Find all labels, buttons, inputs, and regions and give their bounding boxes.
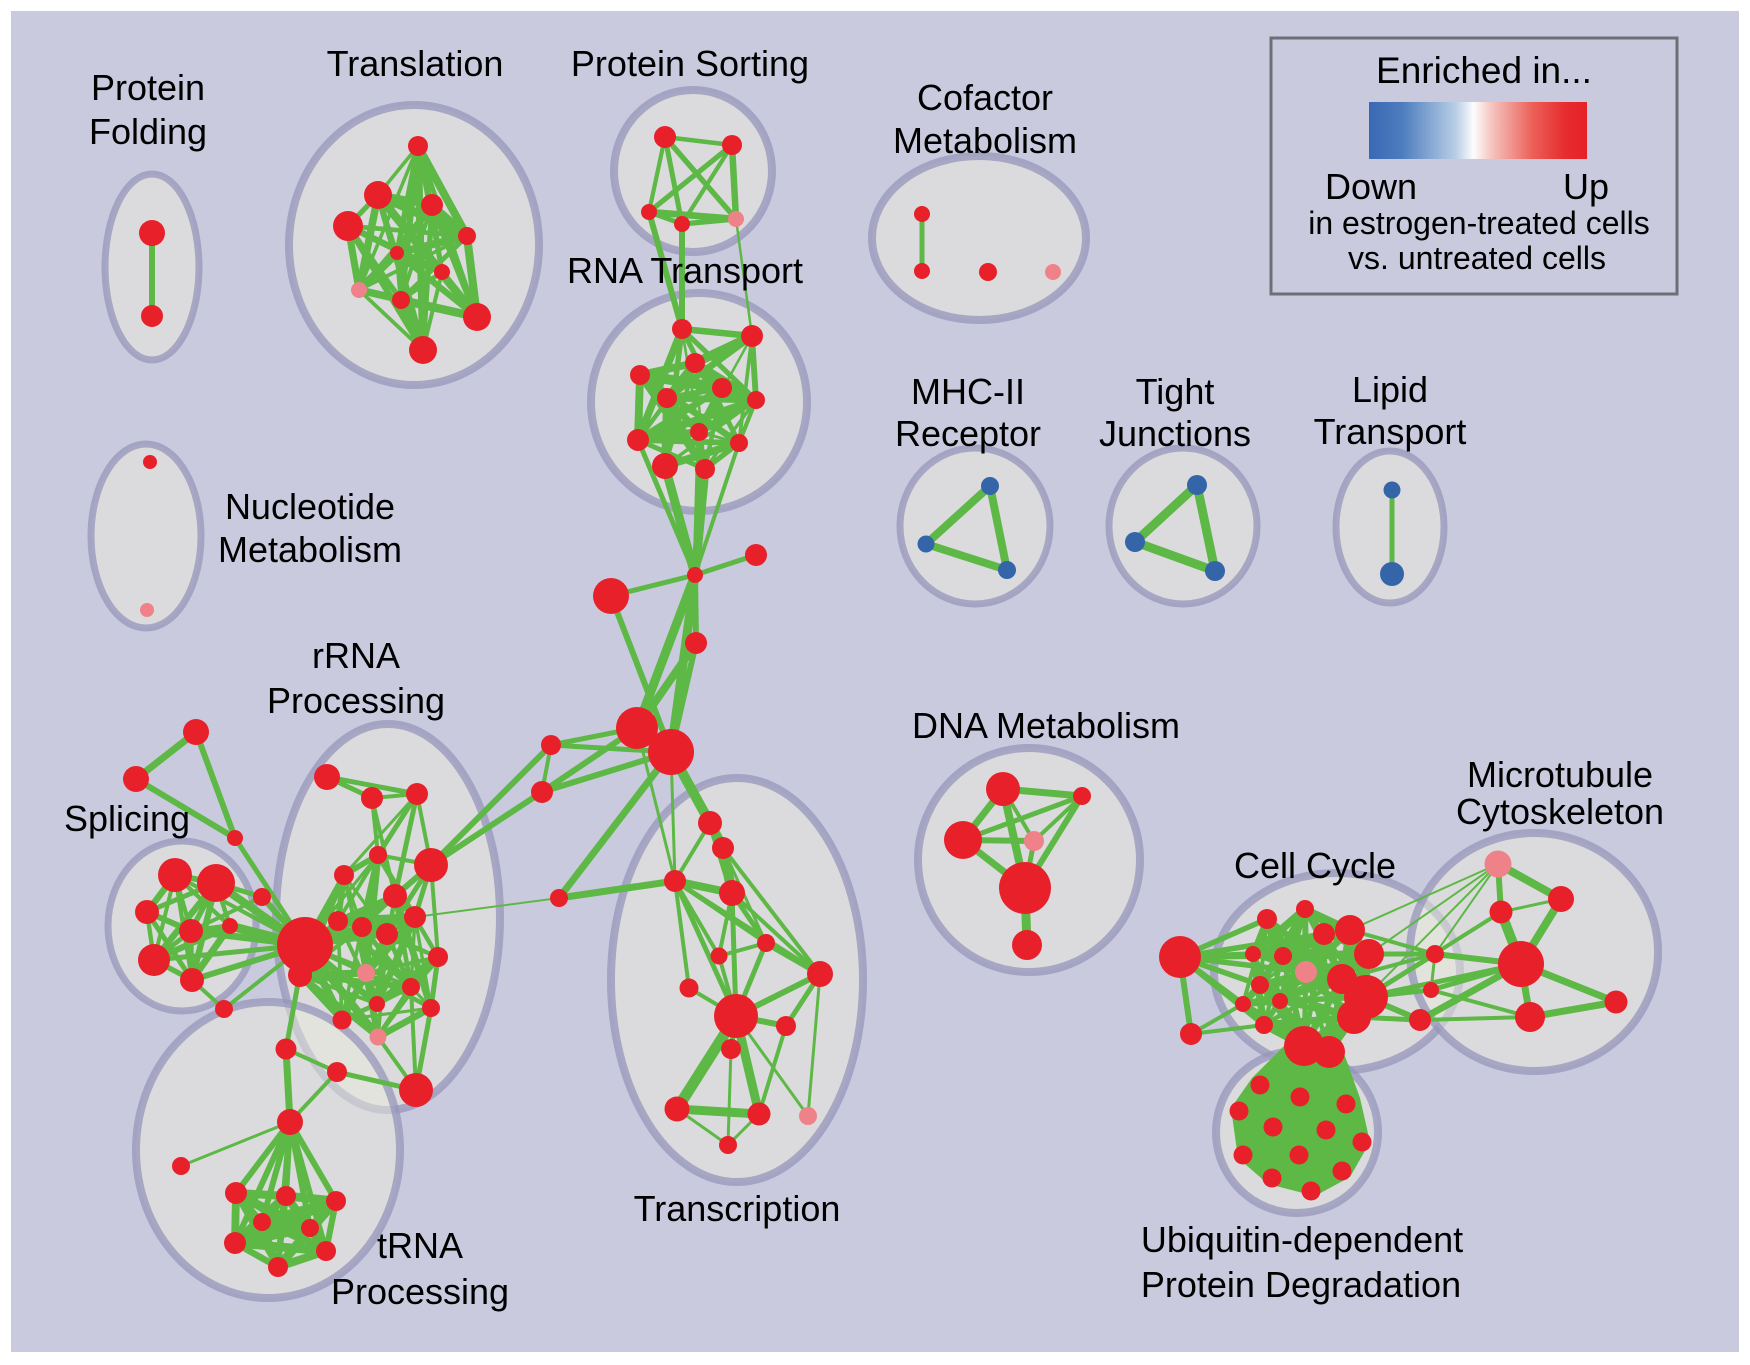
svg-text:Protein Degradation: Protein Degradation	[1141, 1264, 1461, 1305]
svg-text:Metabolism: Metabolism	[893, 120, 1077, 161]
svg-text:Junctions: Junctions	[1099, 413, 1251, 454]
svg-text:Processing: Processing	[267, 680, 445, 721]
svg-text:vs. untreated cells: vs. untreated cells	[1348, 240, 1606, 276]
svg-text:Protein: Protein	[91, 67, 205, 108]
svg-text:Protein Sorting: Protein Sorting	[571, 43, 809, 84]
svg-text:Cofactor: Cofactor	[917, 77, 1053, 118]
svg-text:Ubiquitin-dependent: Ubiquitin-dependent	[1141, 1219, 1463, 1260]
svg-text:Up: Up	[1563, 166, 1609, 207]
svg-text:Transport: Transport	[1314, 411, 1467, 452]
svg-text:in estrogen-treated cells: in estrogen-treated cells	[1308, 205, 1650, 241]
svg-text:Folding: Folding	[89, 111, 207, 152]
svg-text:Metabolism: Metabolism	[218, 529, 402, 570]
svg-text:rRNA: rRNA	[312, 635, 400, 676]
svg-text:Translation: Translation	[327, 43, 504, 84]
svg-text:Down: Down	[1325, 166, 1417, 207]
svg-text:Transcription: Transcription	[634, 1188, 841, 1229]
svg-text:DNA Metabolism: DNA Metabolism	[912, 705, 1180, 746]
svg-text:Cytoskeleton: Cytoskeleton	[1456, 791, 1664, 832]
svg-text:RNA Transport: RNA Transport	[567, 250, 803, 291]
svg-text:Nucleotide: Nucleotide	[225, 486, 395, 527]
svg-text:Cell Cycle: Cell Cycle	[1234, 845, 1396, 886]
svg-text:MHC-II: MHC-II	[911, 371, 1025, 412]
svg-text:Lipid: Lipid	[1352, 369, 1428, 410]
svg-text:Microtubule: Microtubule	[1467, 754, 1653, 795]
svg-text:tRNA: tRNA	[377, 1225, 463, 1266]
svg-text:Processing: Processing	[331, 1271, 509, 1312]
svg-text:Splicing: Splicing	[64, 798, 190, 839]
svg-text:Tight: Tight	[1136, 371, 1215, 412]
svg-text:Receptor: Receptor	[895, 413, 1041, 454]
svg-text:Enriched in...: Enriched in...	[1376, 50, 1592, 91]
